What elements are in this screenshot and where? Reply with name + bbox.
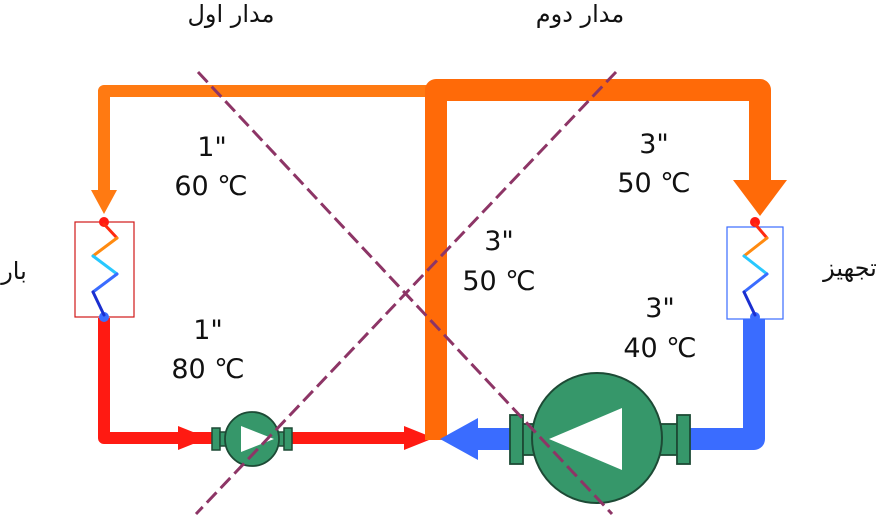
primary-supply-size: 1" — [197, 132, 227, 163]
load-label: بار — [0, 257, 27, 285]
primary-return-pipe — [98, 318, 412, 444]
primary-supply-arrow — [91, 190, 117, 214]
primary-return-arrow-2 — [404, 426, 434, 450]
primary-circuit-title: مدار اول — [187, 0, 274, 28]
equipment-exchanger-box — [726, 226, 784, 320]
secondary-circuit-title: مدار دوم — [536, 0, 624, 28]
load-exchanger-box — [74, 221, 135, 318]
equipment-label: تجهیز — [822, 254, 877, 282]
bridge-size: 3" — [484, 226, 514, 257]
secondary-return-temp: 40 ℃ — [623, 333, 696, 364]
secondary-supply-size: 3" — [639, 129, 669, 160]
equipment-coil — [742, 222, 769, 317]
primary-pump-arrow-icon — [241, 426, 274, 452]
primary-return-size: 1" — [193, 315, 223, 346]
primary-supply-temp: 60 ℃ — [174, 171, 247, 202]
bridge-temp: 50 ℃ — [462, 266, 535, 297]
secondary-supply-arrow — [733, 180, 787, 216]
primary-cross-line-2 — [194, 70, 618, 516]
secondary-return-size: 3" — [645, 293, 675, 324]
primary-return-arrow-1 — [178, 426, 208, 450]
primary-supply-pipe — [98, 85, 432, 190]
secondary-return-arrow — [440, 418, 478, 460]
primary-pump — [211, 411, 293, 467]
load-outlet-dot — [99, 312, 109, 322]
secondary-supply-temp: 50 ℃ — [617, 168, 690, 199]
equipment-inlet-dot — [750, 217, 760, 227]
equipment-outlet-dot — [750, 312, 760, 322]
secondary-pump — [509, 372, 691, 504]
primary-return-temp: 80 ℃ — [171, 354, 244, 385]
secondary-pump-arrow-icon — [549, 408, 622, 470]
load-coil — [91, 222, 119, 317]
